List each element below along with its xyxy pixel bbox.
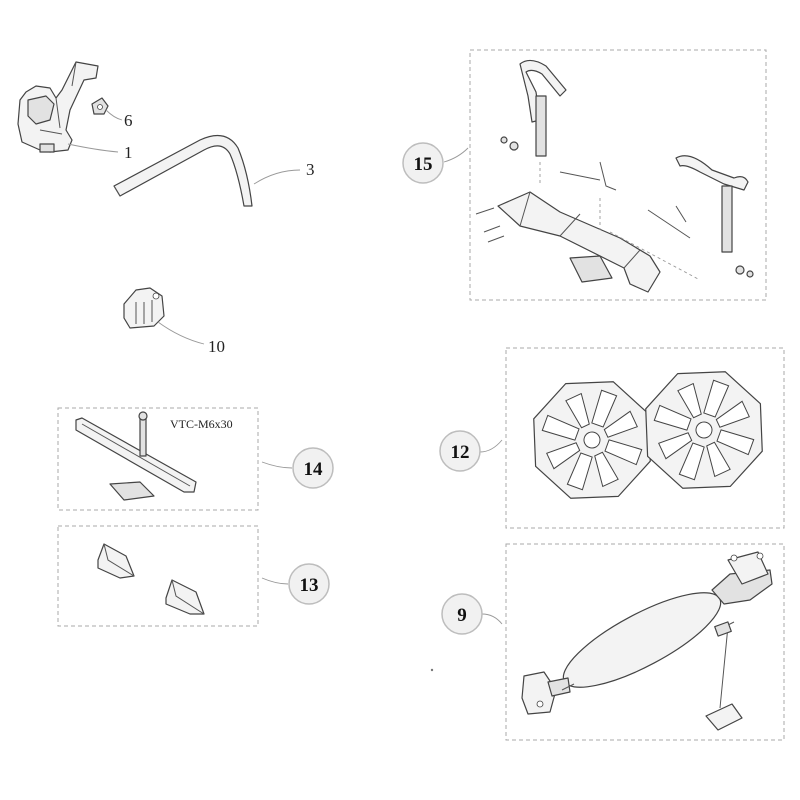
leader-14 <box>261 461 293 469</box>
leader-1 <box>67 143 119 153</box>
group-14-box <box>57 407 259 511</box>
group-15-box <box>469 49 767 301</box>
part-13-brackets <box>97 543 205 615</box>
group-13-box <box>57 525 259 627</box>
callout-12: 12 <box>451 442 470 463</box>
part-14-rail <box>75 411 197 501</box>
leader-12 <box>479 439 503 453</box>
leader-9 <box>481 613 503 625</box>
stray-dot <box>430 668 434 672</box>
group-9-box <box>505 543 785 741</box>
part-12-wheels <box>533 371 763 499</box>
leader-6 <box>105 109 123 121</box>
part-1-bracket <box>17 61 99 153</box>
callout-10: 10 <box>208 337 225 356</box>
leader-13 <box>261 577 289 585</box>
part-3-strap <box>113 134 253 207</box>
leader-15 <box>443 147 469 163</box>
group-12-box <box>505 347 785 529</box>
callout-15: 15 <box>414 154 433 175</box>
part-15-assembly <box>475 59 754 293</box>
callout-1: 1 <box>124 143 133 162</box>
callout-3: 3 <box>306 160 315 179</box>
bubble-9 <box>441 593 483 635</box>
part-6-clip <box>91 97 109 115</box>
leader-3 <box>253 169 301 185</box>
part-10-block <box>123 287 165 329</box>
bubble-12 <box>439 430 481 472</box>
callout-9: 9 <box>457 605 467 626</box>
bubble-14 <box>292 447 334 489</box>
screw-spec-label: VTC-M6x30 <box>170 417 233 431</box>
leader-10 <box>157 321 205 345</box>
callout-6: 6 <box>124 111 133 130</box>
callout-13: 13 <box>300 575 319 596</box>
bubble-15 <box>402 142 444 184</box>
bubble-13 <box>288 563 330 605</box>
callout-14: 14 <box>304 459 324 480</box>
part-9-board-assembly <box>521 551 773 731</box>
